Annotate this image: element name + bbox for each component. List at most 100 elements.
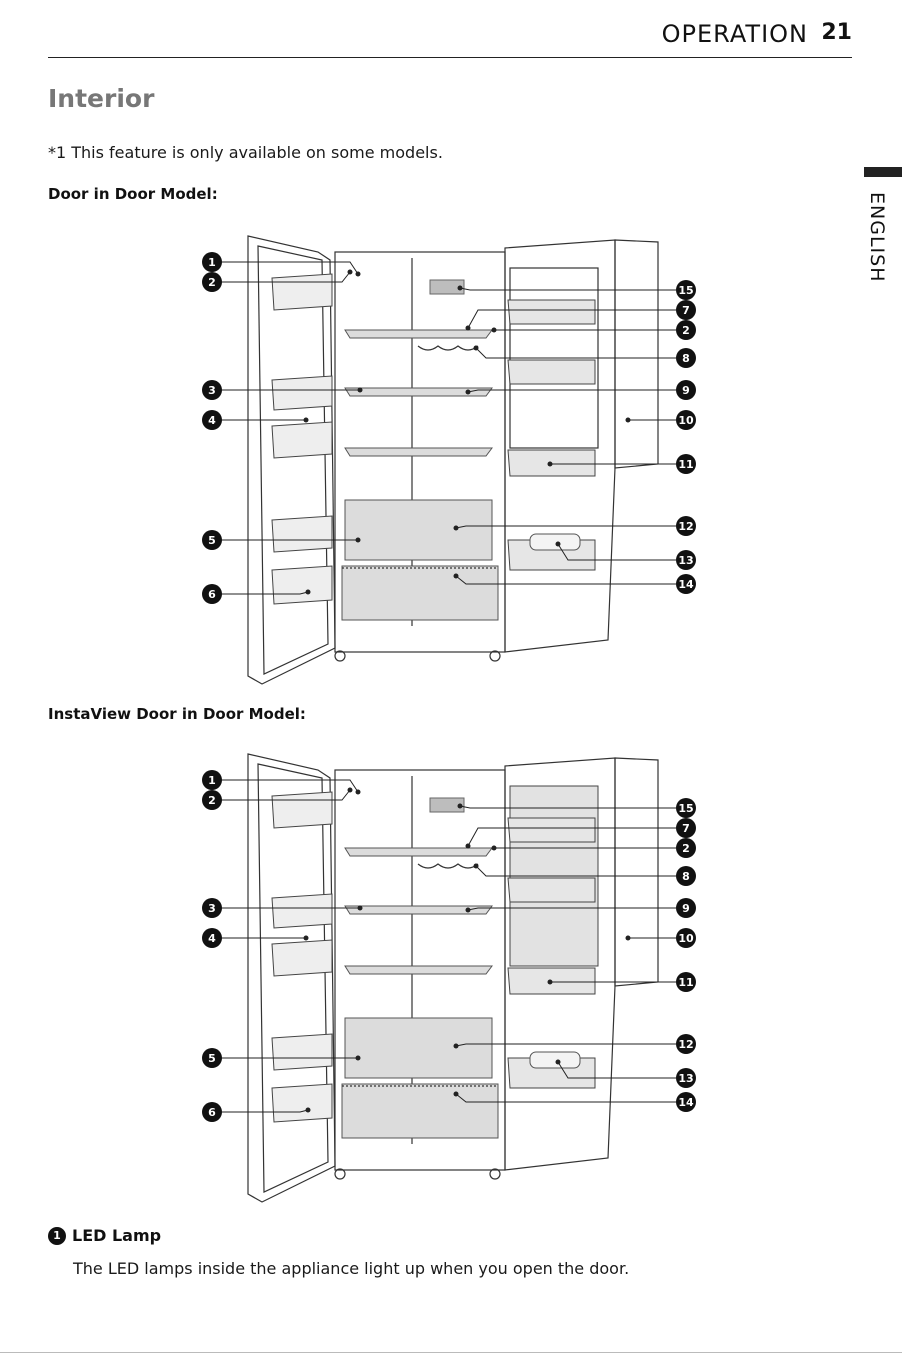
callout-dot — [358, 906, 363, 911]
right-door-bin — [508, 878, 595, 902]
callout-number: 1 — [208, 774, 216, 787]
callout-number: 7 — [682, 822, 690, 835]
callout-dot — [466, 390, 471, 395]
callout-number: 9 — [682, 384, 690, 397]
left-door-bin — [272, 1084, 332, 1122]
callout-dot — [358, 388, 363, 393]
left-door-bin — [272, 274, 332, 310]
callout-number: 11 — [678, 976, 693, 989]
callout-dot — [306, 1108, 311, 1113]
callout-number: 14 — [678, 1096, 694, 1109]
callout-dot — [356, 790, 361, 795]
callout-dot — [474, 346, 479, 351]
callout-dot — [454, 1092, 459, 1097]
callout-dot — [454, 526, 459, 531]
callout-number: 15 — [678, 802, 693, 815]
callout-leader — [468, 390, 676, 392]
side-tab-label: ENGLISH — [866, 192, 888, 282]
callout-dot — [348, 788, 353, 793]
callout-dot — [548, 980, 553, 985]
callout-dot — [454, 1044, 459, 1049]
door-in-door-outer — [615, 758, 658, 986]
availability-note: *1 This feature is only available on som… — [48, 143, 443, 162]
callout-dot — [626, 418, 631, 423]
callout-dot — [304, 936, 309, 941]
callout-dot — [492, 328, 497, 333]
callout-leader — [460, 288, 676, 290]
right-door-bin — [508, 818, 595, 842]
glass-shelf — [345, 848, 492, 856]
callout-dot — [356, 538, 361, 543]
page-number: 21 — [821, 20, 852, 45]
left-door-bin — [272, 566, 332, 604]
shelf — [345, 966, 492, 974]
callout-dot — [556, 1060, 561, 1065]
callout-dot — [466, 908, 471, 913]
callout-number: 2 — [682, 324, 690, 337]
callout-dot — [626, 936, 631, 941]
footer-divider — [0, 1352, 902, 1353]
glass-shelf — [345, 330, 492, 338]
wine-rack — [418, 346, 478, 350]
callout-number: 8 — [682, 352, 690, 365]
callout-dot — [548, 462, 553, 467]
header-divider — [48, 57, 852, 58]
left-door-bin — [272, 792, 332, 828]
callout-dot — [492, 846, 497, 851]
callout-number: 11 — [678, 458, 693, 471]
item-led-lamp-description: The LED lamps inside the appliance light… — [73, 1259, 629, 1278]
callout-dot — [458, 804, 463, 809]
model-subtitle-door-in-door: Door in Door Model: — [48, 185, 218, 203]
callout-dot — [348, 270, 353, 275]
callout-number: 12 — [678, 1038, 693, 1051]
item-number-badge: 1 — [48, 1227, 66, 1245]
left-door-bin — [272, 940, 332, 976]
callout-number: 9 — [682, 902, 690, 915]
callout-number: 14 — [678, 578, 694, 591]
bottom-drawer — [342, 1084, 498, 1138]
callout-leader — [218, 262, 358, 274]
callout-dot — [556, 542, 561, 547]
callout-dot — [474, 864, 479, 869]
shelf — [345, 448, 492, 456]
callout-number: 5 — [208, 1052, 216, 1065]
right-door-bin — [508, 300, 595, 324]
callout-number: 10 — [678, 932, 694, 945]
left-door-bin — [272, 516, 332, 552]
callout-number: 1 — [208, 256, 216, 269]
callout-number: 8 — [682, 870, 690, 883]
callout-number: 5 — [208, 534, 216, 547]
callout-leader — [218, 780, 358, 792]
callout-number: 13 — [678, 554, 693, 567]
callout-number: 15 — [678, 284, 693, 297]
callout-dot — [466, 326, 471, 331]
item-led-lamp-title: 1 LED Lamp — [48, 1226, 161, 1245]
callout-number: 2 — [682, 842, 690, 855]
callout-number: 2 — [208, 794, 216, 807]
callout-dot — [356, 272, 361, 277]
callout-number: 6 — [208, 1106, 216, 1119]
model-subtitle-instaview: InstaView Door in Door Model: — [48, 705, 306, 723]
callout-dot — [458, 286, 463, 291]
door-in-door-outer — [615, 240, 658, 468]
callout-number: 4 — [208, 932, 216, 945]
right-door-bin — [508, 360, 595, 384]
callout-number: 10 — [678, 414, 694, 427]
callout-number: 13 — [678, 1072, 693, 1085]
egg-tray — [530, 534, 580, 550]
header-title: OPERATION — [662, 20, 808, 48]
callout-number: 3 — [208, 384, 216, 397]
callout-dot — [466, 844, 471, 849]
egg-tray — [530, 1052, 580, 1068]
callout-number: 12 — [678, 520, 693, 533]
left-door-inner — [258, 764, 328, 1192]
section-title: Interior — [48, 84, 154, 113]
left-door-bin — [272, 1034, 332, 1070]
callout-dot — [306, 590, 311, 595]
callout-number: 4 — [208, 414, 216, 427]
callout-dot — [454, 574, 459, 579]
crisper-drawer — [345, 500, 492, 560]
left-door-bin — [272, 376, 332, 410]
